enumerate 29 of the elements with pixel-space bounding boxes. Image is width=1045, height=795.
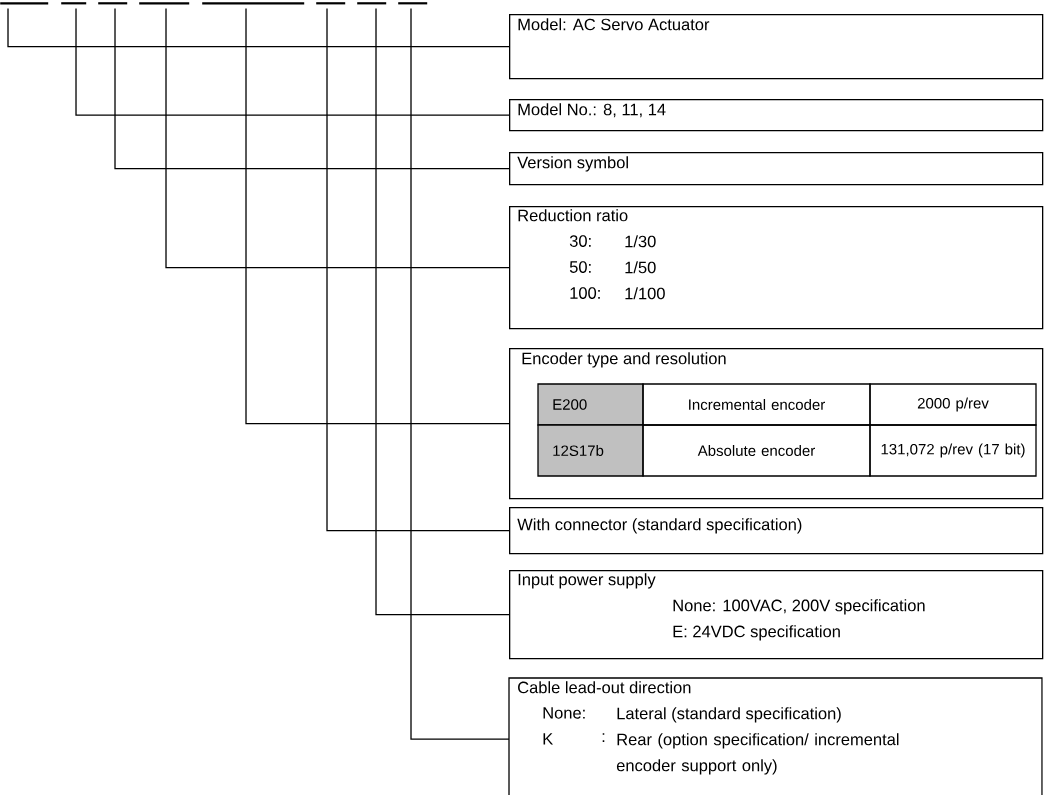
connector-line [165, 7, 510, 269]
code-slot [61, 2, 87, 5]
connector-line [245, 7, 510, 425]
spec-box: Version symbol [509, 152, 1044, 186]
spec-box: Cable lead-out direction None: Lateral (standard specification) K : Rear (option specification/ incremental encoder support only) [508, 677, 1043, 795]
spec-box: Model: AC Servo Actuator [509, 14, 1044, 80]
connector-line [7, 7, 510, 48]
spec-box: With connector (standard specification) [509, 507, 1044, 555]
table-cell: 2000 p/rev [869, 383, 1037, 426]
table-cell: Absolute encoder [642, 424, 871, 477]
code-slot [139, 2, 190, 5]
connector-line [75, 7, 510, 116]
spec-box: Reduction ratio 30: 1/30 50: 1/50 100: 1/100 [509, 206, 1044, 330]
connector-line [410, 7, 510, 740]
code-slot [398, 2, 428, 5]
code-slot [316, 2, 346, 5]
table-cell: E200 [537, 383, 644, 426]
spec-box: Model No.: 8, 11, 14 [509, 99, 1044, 132]
connector-line [375, 7, 510, 616]
table-cell: 131,072 p/rev (17 bit) [869, 424, 1037, 477]
spec-box: Input power supply None: 100VAC, 200V specification E: 24VDC specification [509, 570, 1044, 660]
code-slot [0, 2, 49, 5]
table-cell: Incremental encoder [642, 383, 871, 426]
code-slot [357, 2, 387, 5]
code-slot [98, 2, 128, 5]
table-cell: 12S17b [537, 424, 644, 477]
connector-line [326, 7, 510, 532]
connector-line [114, 7, 510, 170]
code-slot [202, 2, 305, 5]
